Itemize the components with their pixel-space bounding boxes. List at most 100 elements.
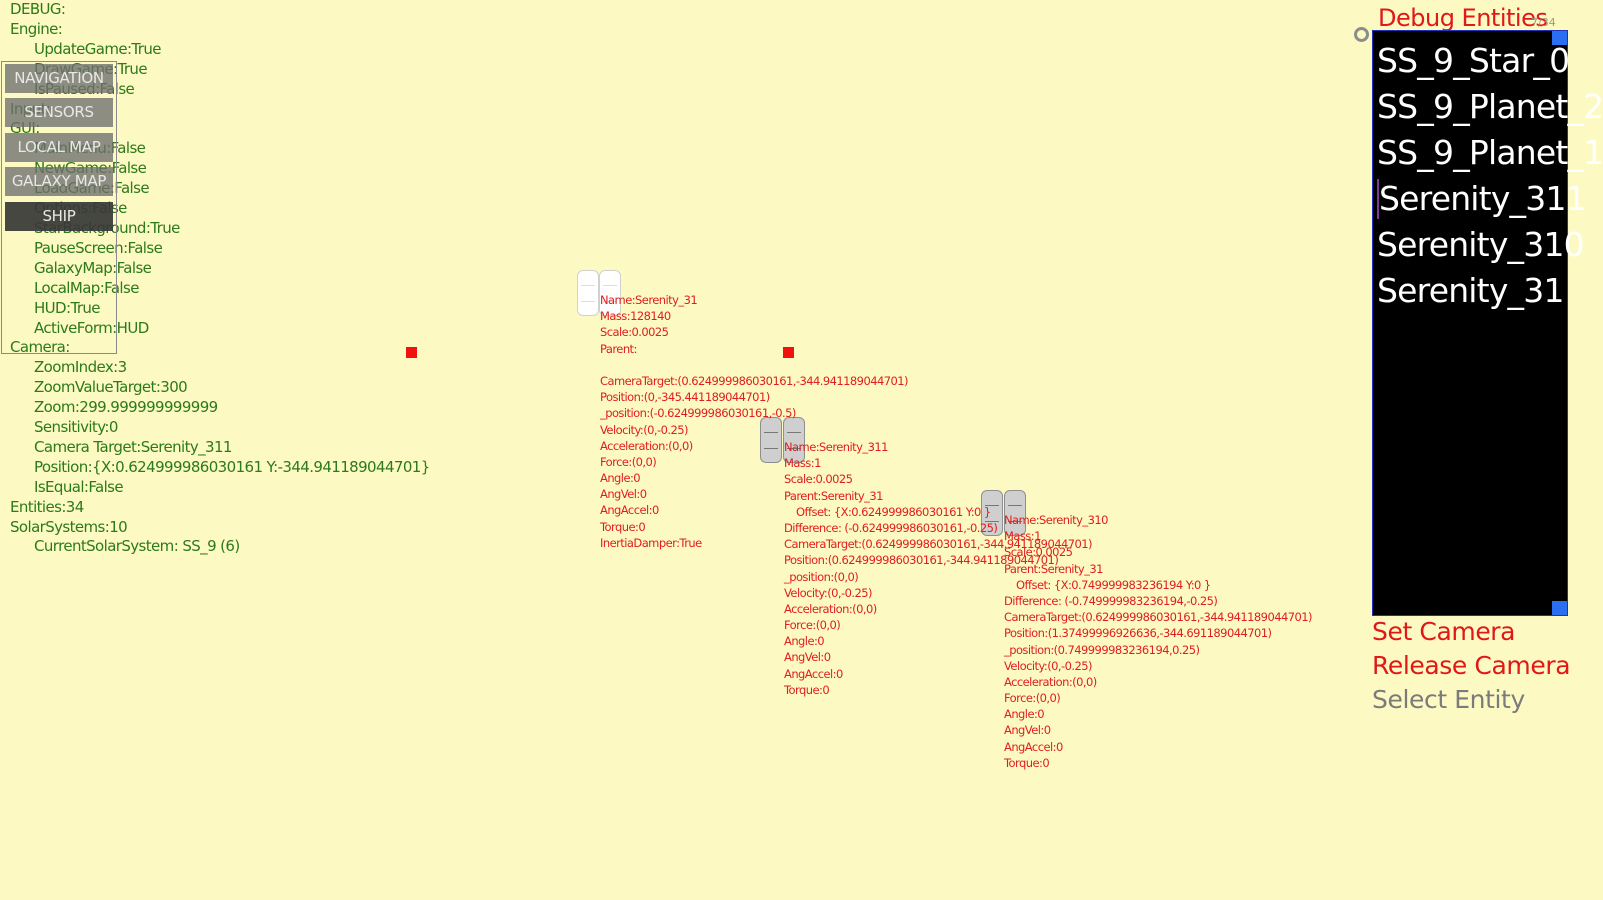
info-line: Name:Serenity_311 (784, 440, 888, 454)
info-line: AngVel:0 (1004, 723, 1051, 738)
info-line: AngAccel:0 (1004, 739, 1063, 754)
list-item[interactable]: Serenity_31 (1377, 271, 1564, 310)
info-line: AngVel:0 (784, 650, 831, 665)
info-line: Velocity:(0,-0.25) (784, 585, 873, 600)
debug-line: PauseScreen:False (34, 238, 163, 257)
info-line: Torque:0 (600, 519, 646, 534)
info-line: CameraTarget:(0.624999986030161,-344.941… (784, 537, 1093, 552)
info-line: Mass:1 (1004, 529, 1041, 544)
ship-sprite-serenity-311[interactable] (760, 417, 806, 465)
info-line: Parent:Serenity_31 (1004, 561, 1103, 576)
debug-line: LocalMap:False (34, 278, 139, 297)
info-line: Force:(0,0) (1004, 691, 1061, 706)
info-line: Mass:1 (784, 456, 821, 471)
ship-button[interactable]: SHIP (5, 202, 113, 231)
debug-camera-heading: Camera: (10, 338, 70, 357)
info-line: Mass:128140 (600, 309, 671, 324)
info-line: Angle:0 (600, 471, 641, 486)
ship-pod (981, 490, 1003, 536)
info-line: Acceleration:(0,0) (600, 438, 693, 453)
debug-line: Sensitivity:0 (34, 418, 118, 437)
ship-pod (599, 270, 621, 316)
info-line: Scale:0.0025 (1004, 545, 1073, 560)
info-line: Angle:0 (1004, 707, 1045, 722)
ship-sprite-serenity-310[interactable] (981, 490, 1027, 538)
info-line: CameraTarget:(0.624999986030161,-344.941… (600, 373, 909, 388)
info-line: Torque:0 (784, 682, 830, 697)
ship-pod (783, 417, 805, 463)
info-line: AngAccel:0 (600, 503, 659, 518)
debug-line: UpdateGame:True (34, 39, 162, 58)
list-item[interactable]: Serenity_311 (1377, 179, 1587, 219)
list-item[interactable]: SS_9_Planet_1 (1377, 133, 1603, 172)
list-item[interactable]: Serenity_310 (1377, 225, 1585, 264)
debug-line: HUD:True (34, 298, 101, 317)
ship-pod (760, 417, 782, 463)
debug-entities-title: Debug Entities (1378, 4, 1548, 32)
info-line: Offset: {X:0.749999983236194 Y:0 } (1016, 577, 1211, 592)
debug-line: Camera Target:Serenity_311 (34, 437, 232, 456)
info-line: Position:(0,-345.441189044701) (600, 390, 770, 405)
set-camera-button[interactable]: Set Camera (1372, 617, 1516, 646)
info-line: AngAccel:0 (784, 666, 843, 681)
info-line: Parent:Serenity_31 (784, 488, 883, 503)
release-camera-button[interactable]: Release Camera (1372, 651, 1571, 680)
debug-header: DEBUG: (10, 0, 66, 18)
scrollbar-down-handle[interactable] (1552, 601, 1567, 615)
debug-line: Position:{X:0.624999986030161 Y:-344.941… (34, 457, 430, 476)
info-line: _position:(-0.624999986030161,-0.5) (600, 406, 796, 421)
debug-solarsystems-count: SolarSystems:10 (10, 517, 128, 536)
debug-line: GalaxyMap:False (34, 258, 152, 277)
list-item[interactable]: SS_9_Planet_2 (1377, 87, 1603, 126)
info-line: AngVel:0 (600, 487, 647, 502)
debug-current-solarsystem: CurrentSolarSystem: SS_9 (6) (34, 537, 240, 556)
debug-entities-count: Entities:34 (10, 497, 84, 516)
info-line: Position:(0.624999986030161,-344.9411890… (784, 553, 1059, 568)
waypoint-marker (406, 347, 417, 358)
info-line: Name:Serenity_310 (1004, 513, 1108, 527)
debug-line: ZoomIndex:3 (34, 358, 127, 377)
info-line: _position:(0.749999983236194,0.25) (1004, 642, 1200, 657)
entity-info-serenity-311: Name:Serenity_311 Mass:1 Scale:0.0025 Pa… (784, 439, 1093, 698)
info-line: _position:(0,0) (784, 569, 859, 584)
info-line: Offset: {X:0.624999986030161 Y:0 } (796, 504, 991, 519)
info-line: Velocity:(0,-0.25) (600, 422, 689, 437)
debug-line: ZoomValueTarget:300 (34, 378, 188, 397)
debug-line: Zoom:299.999999999999 (34, 398, 218, 417)
navigation-button[interactable]: NAVIGATION (5, 64, 113, 93)
info-line: Angle:0 (784, 634, 825, 649)
info-line: Force:(0,0) (784, 618, 841, 633)
info-line: Difference: (-0.749999983236194,-0.25) (1004, 593, 1218, 608)
debug-line: IsEqual:False (34, 477, 124, 496)
debug-entities-list[interactable]: SS_9_Star_0 SS_9_Planet_2 SS_9_Planet_1 … (1372, 30, 1603, 616)
info-line: Force:(0,0) (600, 454, 657, 469)
info-line: Acceleration:(0,0) (784, 601, 877, 616)
scrollbar-up-handle[interactable] (1552, 31, 1567, 45)
debug-entities-counter: 7/34 (1531, 16, 1556, 29)
ship-pod (577, 270, 599, 316)
info-line: Velocity:(0,-0.25) (1004, 658, 1093, 673)
local-map-button[interactable]: LOCAL MAP (5, 133, 113, 162)
galaxy-map-button[interactable]: GALAXY MAP (5, 167, 113, 196)
entity-info-serenity-31: Name:Serenity_31 Mass:128140 Scale:0.002… (600, 292, 909, 551)
waypoint-marker (783, 347, 794, 358)
info-line: Scale:0.0025 (784, 472, 853, 487)
debug-line: ActiveForm:HUD (34, 318, 149, 337)
info-line: Torque:0 (1004, 755, 1050, 770)
info-line: Parent: (600, 341, 637, 356)
circle-icon[interactable] (1354, 27, 1369, 42)
info-line: Scale:0.0025 (600, 325, 669, 340)
info-line: CameraTarget:(0.624999986030161,-344.941… (1004, 610, 1313, 625)
info-line: Difference: (-0.624999986030161,-0.25) (784, 520, 998, 535)
list-item[interactable]: SS_9_Star_0 (1377, 41, 1570, 80)
info-line: Acceleration:(0,0) (1004, 674, 1097, 689)
ship-sprite-serenity-31[interactable] (577, 270, 623, 318)
sensors-button[interactable]: SENSORS (5, 98, 113, 127)
info-line: Name:Serenity_31 (600, 293, 698, 307)
info-line (600, 357, 908, 373)
select-entity-button[interactable]: Select Entity (1372, 685, 1525, 714)
entity-info-serenity-310: Name:Serenity_310 Mass:1 Scale:0.0025 Pa… (1004, 512, 1313, 771)
debug-engine-heading: Engine: (10, 19, 63, 38)
info-line: Position:(1.37499996926636,-344.69118904… (1004, 626, 1272, 641)
info-line: InertiaDamper:True (600, 535, 702, 550)
